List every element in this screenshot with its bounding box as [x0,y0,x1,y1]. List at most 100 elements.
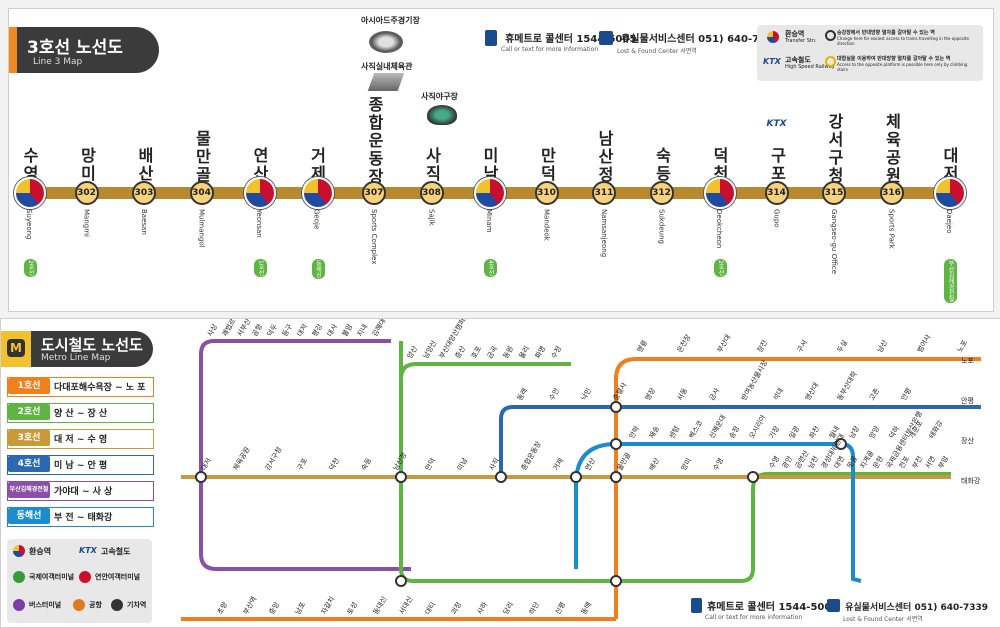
station-number-311: 311 [592,181,616,205]
line1-south-station-label: 자갈치 [319,595,336,616]
station-number-304: 304 [189,181,214,205]
line1-south-station-label: 하단 [527,600,542,616]
line-tag: 4호선 [484,259,497,277]
ring-dark-icon [825,30,836,41]
station-name-6: 거제 [307,147,327,183]
legend-transfer: 환승역 [29,547,52,556]
line2-station-label: 화명 [533,344,547,360]
landmark-asiad: 아시아드주경기장 [361,16,420,25]
line3-station-label: 미남 [455,456,470,472]
donghae-station-label: 벡스코 [687,418,705,440]
station-number-310: 310 [534,181,559,205]
line2-east-station-label: 부전 [910,454,924,470]
station-en-name: Geoje [312,209,321,230]
line-tag: 동해선 [311,259,325,279]
line-tag: 부산김해경전철 [944,259,957,303]
line3-station-label: 덕천 [327,456,341,472]
transfer-node-daejeo [195,471,207,483]
page-title: 3호선 노선도 [27,38,123,58]
line3-station-label: 수영 [711,456,725,472]
station-en-name: Deokcheon [715,209,723,249]
legend-ktx: 고속철도 [101,547,131,556]
line1-station-label: 범어사 [915,332,933,354]
line3-station-label: 강서구청 [263,445,284,472]
station-number-316: 316 [879,181,904,205]
line1-south-station-label: 대티 [423,600,437,616]
transfer-station-icon [704,177,736,209]
line1-south-station-label: 괴정 [449,600,463,616]
line-badge: 1호선 [8,378,50,394]
donghae-station-label: 센텀 [667,424,681,440]
line4-station-label: 충렬사 [611,380,629,402]
bus-icon [13,599,25,611]
transfer-node-gyodae [610,438,622,450]
legend-transfer-ko: 환승역 [785,30,805,38]
donghae-station-label: 송정 [727,424,741,440]
line-range: 가야대 ~ 사 상 [54,486,113,497]
ktx-icon: KTX [763,57,781,66]
bottom-lostfound: 유실물서비스센터 051) 640-7339 Lost & Found Cent… [827,595,988,623]
line3-station-label: 숙등 [360,456,374,472]
gimhae-station-label: 사상 [205,322,220,338]
terminal-station-label: 장산 [961,436,974,445]
line4-station-label: 안평 [899,386,913,402]
gimhae-station-label: 김해대학 [370,319,391,338]
landmark-baseball: 사직야구장 [421,92,458,101]
line1-path [614,357,981,619]
legend-transfer-en: Transfer Stn. [785,38,817,44]
stadium-icon [369,31,403,53]
station-name-1: 수영 [20,147,39,183]
legend-ring-dark-ko: 승강장에서 반대방향 열차를 갈아탈 수 있는 역 [837,30,935,36]
station-en-name: Sukdeung [657,209,666,244]
line-tag: 2호선 [714,259,727,277]
gym-icon [367,73,405,91]
line1-station-label: 장전 [755,338,769,354]
line1-south-station-label: 초량 [216,600,230,616]
transfer-icon [13,545,25,557]
line2-station-label: 양산 [405,344,420,360]
line2-east-station-label: 못골 [846,454,860,470]
transfer-node-yeonsan [610,471,622,483]
gimhae-line-bottom [199,477,411,571]
transfer-node-deokcheon [395,471,407,483]
gimhae-station-label: 불암 [340,322,355,338]
line3-station-label: 남산정 [391,451,408,472]
transfer-station-icon [301,177,334,209]
station-en-name: Suyeong [25,209,33,240]
line4-station-label: 동부산대학 [835,369,859,402]
line1-station-label: 구서 [795,338,809,354]
gimhae-station-label: 덕두 [265,322,280,338]
line4-station-label: 동래 [515,386,529,402]
donghae-station-label: 덕하 [887,424,902,440]
airplane-icon [73,599,85,611]
line1-south-station-label: 신평 [553,600,567,616]
line-tag: 2호선 [24,259,37,277]
donghae-station-label: 재송 [648,424,662,440]
line2-east-station-label: 서면 [923,454,937,470]
station-name-13: 덕천 [710,147,729,183]
ktx-icon: KTX [766,119,787,129]
line4-station-label: 수안 [547,386,562,402]
line1-south-station-label: 동대신 [371,595,388,616]
line-range: 대 저 ~ 수 영 [54,434,108,445]
terminal-station-label: 노포 [961,357,974,365]
donghae-station-label: 오시리아 [747,413,768,440]
line2-east-station-label: 문현 [872,455,885,470]
legend-bus: 버스터미널 [29,601,62,609]
line1-south-station-label: 서대신 [397,595,414,616]
line4-station-label: 금사 [707,386,722,402]
line2-station-label: 금곡 [486,344,500,360]
station-name-5: 연산 [250,147,269,183]
callcenter-box: 휴메트로 콜센터 1544-5005 Call or text for more… [485,27,636,53]
transfer-station-icon [14,177,46,209]
line-badge: 4호선 [8,456,50,472]
line3-station-label: 망미 [679,456,693,472]
donghae-station-label: 기장 [767,424,782,440]
line2-station-label: 동원 [501,344,515,360]
lostfound-box: 유실물서비스센터 051) 640-7339 Lost & Found Cent… [599,27,780,55]
